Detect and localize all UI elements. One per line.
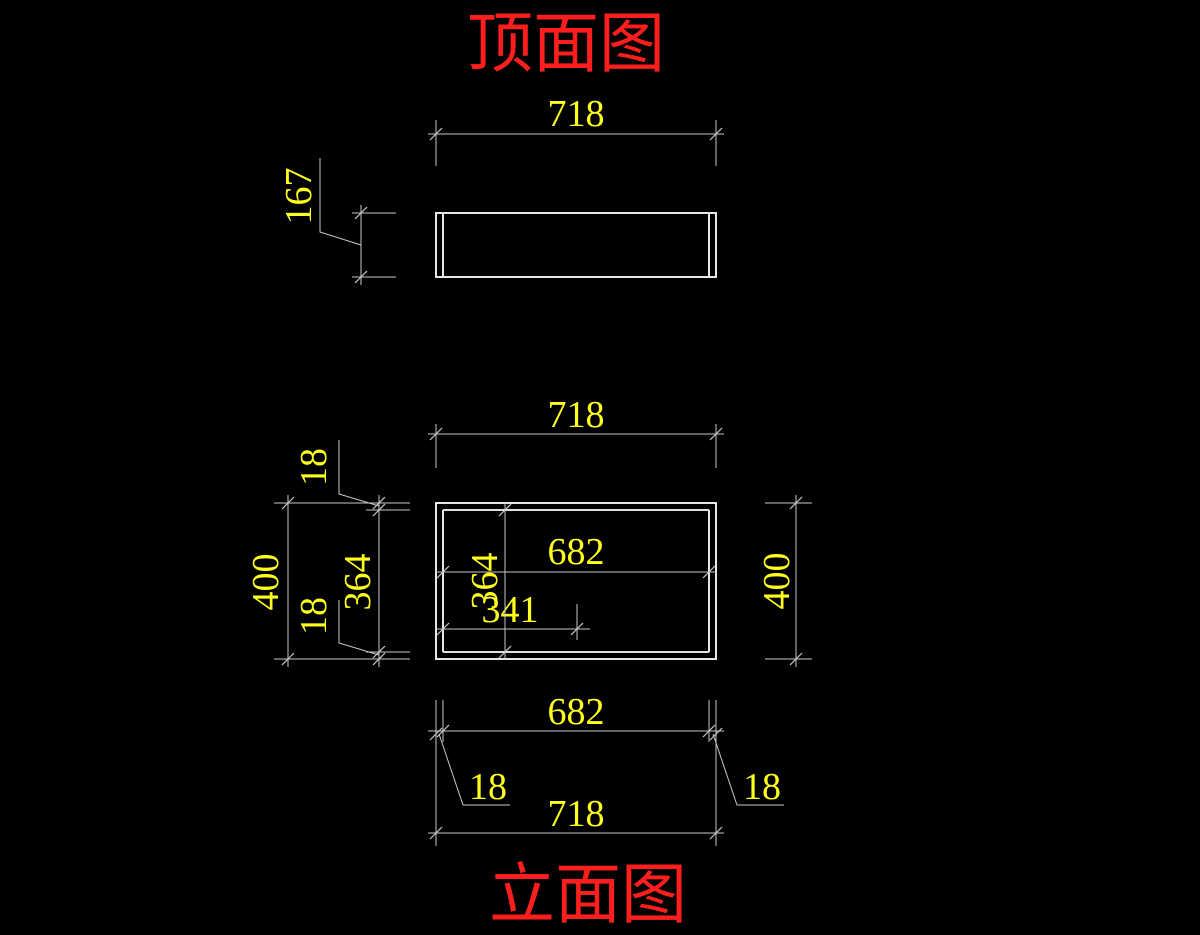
elevation-top-width-label: 718 [548,394,605,436]
elevation-left-height-dimension [274,495,410,667]
elevation-left-panel-thickness-dimension [429,700,510,806]
top-view-outline [435,212,717,278]
elevation-right-panel-thickness-label: 18 [743,766,781,808]
elevation-left-panel-thickness-label: 18 [469,766,507,808]
elevation-right-height-label: 400 [756,553,798,610]
elevation-top-width-dimension [428,424,724,468]
elevation-right-height-dimension [765,495,812,667]
elevation-right-panel-thickness-dimension [709,700,784,806]
elevation-bottom-width-label: 718 [548,793,605,835]
top-view-width-dimension [428,120,724,166]
elevation-left-inner-height-label: 364 [337,554,379,611]
elevation-bottom-inner-width-label: 682 [548,691,605,733]
top-view-depth-label: 167 [278,168,320,225]
elevation-top-panel-thickness-leader [338,440,380,507]
elevation-bottom-width-dimension [428,742,724,846]
elevation-inner-width-dimension [436,565,716,579]
elevation-half-width-label: 341 [482,589,539,631]
top-view-width-label: 718 [548,93,605,135]
elevation-top-panel-thickness-label: 18 [293,448,335,486]
top-view-depth-dimension [319,158,396,285]
top-view-title: 顶面图 [467,5,665,82]
elevation-left-height-label: 400 [245,554,287,611]
elevation-half-width-dimension [436,604,590,640]
elevation-inner-width-label: 682 [548,531,605,573]
elevation-center-height-label: 364 [464,553,506,610]
elevation-bottom-panel-thickness-leader [338,600,380,656]
elevation-bottom-panel-thickness-label: 18 [293,597,335,635]
elevation-title: 立面图 [489,856,687,933]
elevation-left-inner-height-dimension [366,495,410,667]
elevation-center-height-dimension [498,503,512,659]
